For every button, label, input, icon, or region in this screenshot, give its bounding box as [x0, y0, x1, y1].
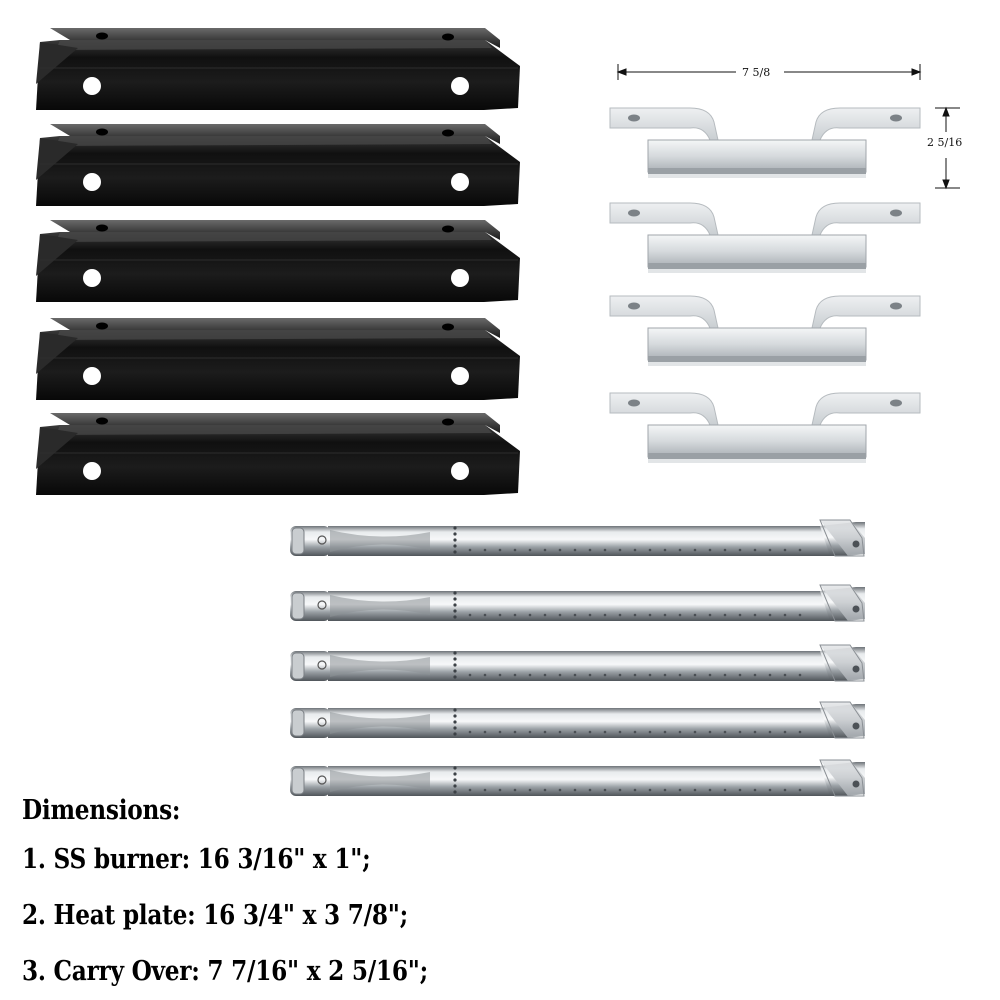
- dimension-line-heat-plate: 2. Heat plate: 16 3/4" x 3 7/8";: [22, 900, 408, 931]
- carry-over-4: [609, 392, 921, 464]
- heat-plate-4: [35, 317, 521, 401]
- heat-plate-3: [35, 219, 521, 303]
- carry-over-group: [609, 107, 921, 464]
- dimension-line-burner: 1. SS burner: 16 3/16" x 1";: [22, 844, 371, 875]
- dimensions-heading: Dimensions:: [22, 795, 181, 826]
- carry-over-3: [609, 295, 921, 367]
- heat-plate-2: [35, 123, 521, 207]
- carry-over-width-label: 7 5/8: [742, 66, 771, 79]
- width-dimension-arrow: [616, 64, 922, 80]
- heat-plate-5: [35, 412, 521, 496]
- carry-over-1: [609, 107, 921, 179]
- dimension-line-carry-over: 3. Carry Over: 7 7/16" x 2 5/16";: [22, 956, 428, 987]
- heat-plate-group: [35, 27, 521, 496]
- burner-group: [289, 519, 866, 797]
- burner-2: [289, 584, 866, 622]
- burner-3: [289, 644, 866, 682]
- heat-plate-1: [35, 27, 521, 111]
- carry-over-height-label: 2 5/16: [927, 136, 963, 149]
- carry-over-2: [609, 202, 921, 274]
- height-dimension-arrow: [935, 106, 960, 190]
- burner-1: [289, 519, 866, 557]
- burner-4: [289, 701, 866, 739]
- dimensions-block: Dimensions: 1. SS burner: 16 3/16" x 1";…: [22, 790, 722, 1000]
